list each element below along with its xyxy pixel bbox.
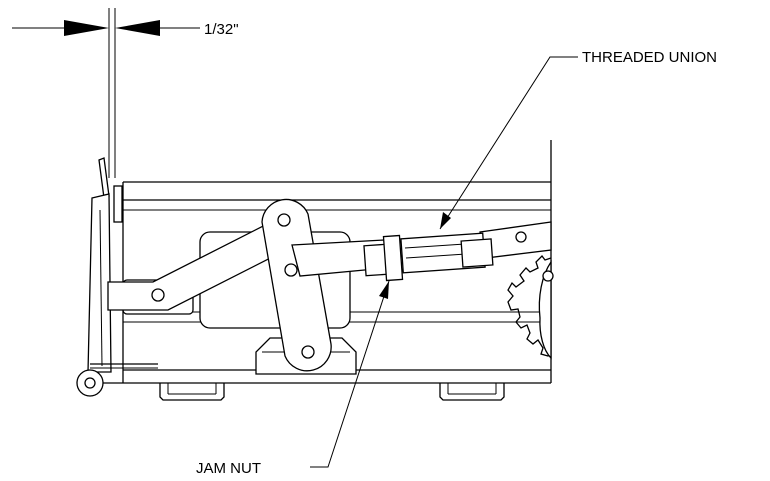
jam-nut-arrow (379, 281, 389, 299)
jam-nut-leader (310, 280, 390, 468)
gear-teeth (507, 255, 552, 357)
foot-left (159, 383, 225, 401)
threaded-union-leader (439, 56, 578, 230)
dimension-arrow-left (115, 20, 160, 36)
rod-end-pin (515, 231, 527, 243)
lever-plate (87, 193, 112, 373)
jam-nut (382, 234, 404, 282)
threaded-union-arrow (440, 212, 451, 229)
lever-roller-pin (84, 377, 96, 389)
callout-jam-nut: JAM NUT (196, 280, 390, 477)
union-end-fitting (460, 238, 494, 268)
callout-threaded-union: THREADED UNION (439, 49, 717, 230)
gap-dimension: 1/32" (12, 8, 239, 178)
dimension-label: 1/32" (204, 21, 239, 38)
frame-stop-block (113, 185, 123, 223)
pivot-arm (261, 198, 332, 372)
feet (159, 383, 505, 401)
pivot-pin-bottom (301, 345, 315, 359)
gear-sector (507, 255, 554, 360)
left-lever (76, 157, 158, 397)
pivot-arm-body (261, 198, 332, 372)
lever-tip (98, 157, 110, 199)
gear-pin (542, 270, 554, 282)
pivot-pin-middle (284, 263, 298, 277)
jam-nut-label: JAM NUT (196, 460, 261, 477)
dimension-arrow-right (64, 20, 109, 36)
threaded-union-label: THREADED UNION (582, 49, 717, 66)
pivot-pin-top (277, 213, 291, 227)
cylinder-rod (291, 232, 494, 282)
foot-right (439, 383, 505, 401)
link-pin-1 (151, 288, 165, 302)
